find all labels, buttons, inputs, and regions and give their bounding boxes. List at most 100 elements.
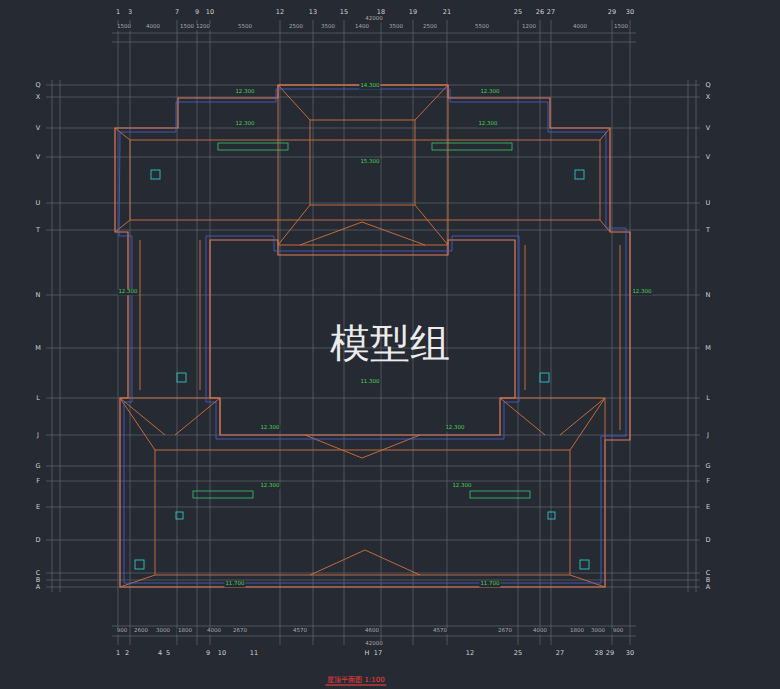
axis-label: 4 xyxy=(157,650,163,657)
dimension-text: 42000 xyxy=(364,16,384,22)
axis-label: 10 xyxy=(205,9,215,16)
axis-label: 12 xyxy=(275,9,285,16)
axis-label: D xyxy=(34,537,41,544)
dimension-text: 1500 xyxy=(179,24,195,30)
dimension-text: 42000 xyxy=(364,641,384,647)
dimension-text: 1400 xyxy=(354,24,370,30)
axis-label: U xyxy=(35,200,42,207)
axis-label: B xyxy=(35,577,41,584)
axis-label: 18 xyxy=(376,9,386,16)
axis-label: 29 xyxy=(605,650,615,657)
dimension-text: 4000 xyxy=(206,628,222,634)
axis-label: 19 xyxy=(408,9,418,16)
dimension-text: 5500 xyxy=(237,24,253,30)
axis-label: Q xyxy=(704,82,711,89)
dimension-text: 2600 xyxy=(133,628,149,634)
axis-label: J xyxy=(36,432,40,439)
axis-label: A xyxy=(35,584,41,591)
axis-label: H xyxy=(364,650,371,657)
axis-label: Q xyxy=(34,82,41,89)
axis-label: 21 xyxy=(442,9,452,16)
dimension-text: 4000 xyxy=(532,628,548,634)
axis-label: G xyxy=(704,463,711,470)
dimension-text: 900 xyxy=(612,628,625,634)
axis-label: 2 xyxy=(124,650,130,657)
elevation-text: 12.300 xyxy=(259,425,280,431)
dimension-text: 4570 xyxy=(432,628,448,634)
axis-label: 3 xyxy=(127,9,133,16)
axis-label: 5 xyxy=(165,650,171,657)
elevation-text: 11.700 xyxy=(224,581,245,587)
axis-label: 12 xyxy=(465,650,475,657)
dimension-text: 4600 xyxy=(364,628,380,634)
axis-label: 25 xyxy=(513,9,523,16)
elevation-text: 12.300 xyxy=(259,483,280,489)
elevation-text: 14.300 xyxy=(359,83,380,89)
axis-label: 11 xyxy=(249,650,259,657)
axis-label: V xyxy=(35,125,41,132)
dimension-text: 1800 xyxy=(177,628,193,634)
axis-label: 26 xyxy=(535,9,545,16)
axis-label: 30 xyxy=(625,9,635,16)
axis-label: 10 xyxy=(217,650,227,657)
elevation-text: 12.300 xyxy=(234,121,255,127)
axis-label: J xyxy=(706,432,710,439)
axis-label: 7 xyxy=(174,9,180,16)
axis-label: X xyxy=(705,94,711,101)
axis-label: V xyxy=(35,154,41,161)
elevation-text: 12.300 xyxy=(479,89,500,95)
dimension-text: 3500 xyxy=(320,24,336,30)
dimension-text: 4000 xyxy=(572,24,588,30)
drawing-caption: 屋顶平面图 1:100 xyxy=(325,677,386,686)
axis-label: 30 xyxy=(625,650,635,657)
dimension-text: 2670 xyxy=(232,628,248,634)
dimension-text: 1800 xyxy=(569,628,585,634)
axis-label: T xyxy=(705,227,711,234)
dimension-text: 4570 xyxy=(292,628,308,634)
dimension-text: 1500 xyxy=(613,24,629,30)
elevation-text: 12.300 xyxy=(444,425,465,431)
axis-label: C xyxy=(705,570,712,577)
dimension-text: 1200 xyxy=(521,24,537,30)
axis-label: 9 xyxy=(205,650,211,657)
axis-label: 28 xyxy=(594,650,604,657)
dimension-text: 4000 xyxy=(145,24,161,30)
axis-label: F xyxy=(35,478,41,485)
axis-label: 27 xyxy=(546,9,556,16)
axis-label: F xyxy=(705,478,711,485)
axis-label: 9 xyxy=(194,9,200,16)
elevation-text: 11.300 xyxy=(359,379,380,385)
watermark: 模型组 xyxy=(329,323,451,363)
axis-label: M xyxy=(704,345,712,352)
axis-label: 27 xyxy=(555,650,565,657)
axis-label: V xyxy=(705,154,711,161)
dimension-text: 3500 xyxy=(388,24,404,30)
elevation-text: 12.300 xyxy=(631,289,652,295)
elevation-text: 12.300 xyxy=(234,89,255,95)
axis-label: U xyxy=(705,200,712,207)
dimension-text: 900 xyxy=(116,628,129,634)
dimension-text: 3000 xyxy=(590,628,606,634)
axis-label: 17 xyxy=(373,650,383,657)
axis-label: M xyxy=(34,345,42,352)
elevation-text: 12.300 xyxy=(477,121,498,127)
dimension-text: 1200 xyxy=(195,24,211,30)
axis-label: N xyxy=(35,292,42,299)
axis-label: D xyxy=(704,537,711,544)
elevation-text: 15.300 xyxy=(359,159,380,165)
axis-label: L xyxy=(705,395,711,402)
axis-label: N xyxy=(705,292,712,299)
axis-label: X xyxy=(35,94,41,101)
axis-label: A xyxy=(705,584,711,591)
axis-label: B xyxy=(705,577,711,584)
axis-label: L xyxy=(35,395,41,402)
axis-label: 25 xyxy=(513,650,523,657)
elevation-text: 11.700 xyxy=(479,581,500,587)
axis-label: 29 xyxy=(607,9,617,16)
axis-label: 1 xyxy=(115,650,121,657)
dimension-text: 2500 xyxy=(288,24,304,30)
axis-label: 15 xyxy=(339,9,349,16)
axis-label: C xyxy=(35,570,42,577)
axis-label: G xyxy=(34,463,41,470)
